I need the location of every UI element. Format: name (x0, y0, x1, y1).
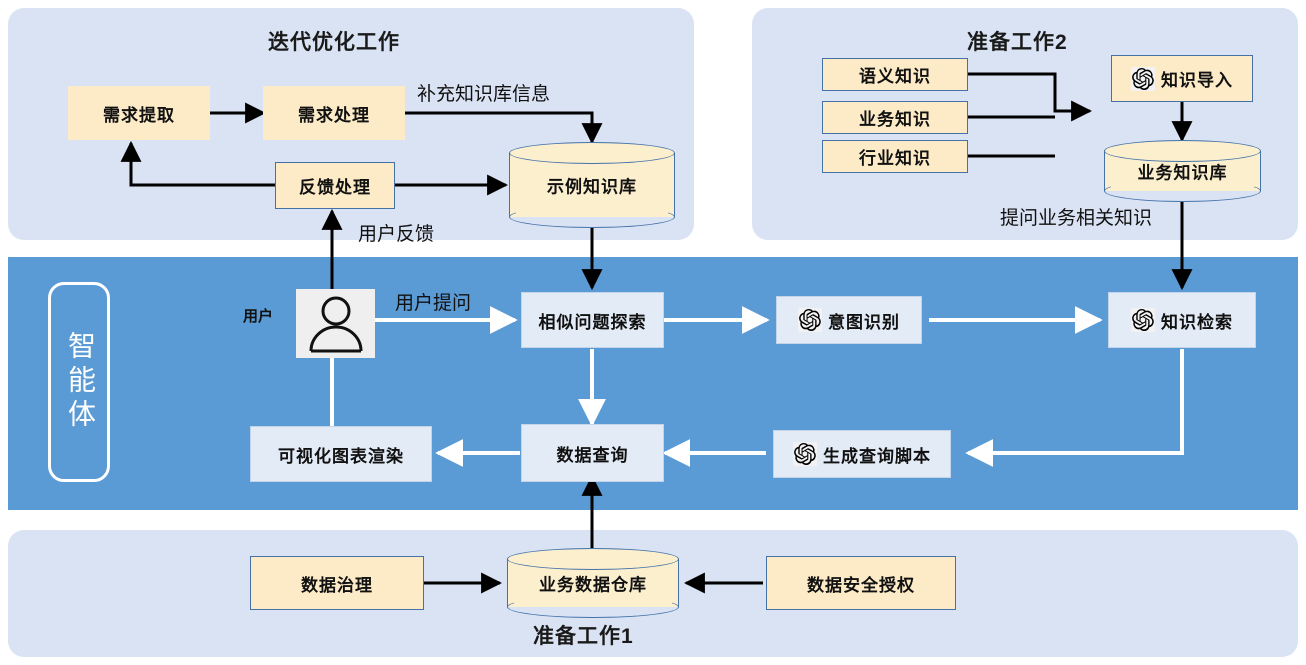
datastore-business-knowledge-base[interactable]: 业务知识库 (1104, 140, 1261, 202)
node-similar-question-exploration[interactable]: 相似问题探索 (521, 292, 664, 348)
cylinder-top (507, 548, 679, 570)
user-label: 用户 (243, 308, 274, 325)
datastore-label: 业务数据仓库 (539, 575, 647, 595)
title-preparation-2: 准备工作2 (967, 31, 1068, 54)
datastore-business-data-warehouse[interactable]: 业务数据仓库 (507, 548, 679, 618)
node-label: 生成查询脚本 (823, 446, 931, 466)
node-feedback-process[interactable]: 反馈处理 (275, 162, 395, 209)
node-label: 语义知识 (859, 67, 931, 86)
agent-capsule: 智能体 (48, 282, 110, 482)
title-preparation-1: 准备工作1 (533, 625, 634, 648)
node-label: 数据治理 (301, 575, 373, 595)
cylinder-top (1104, 140, 1261, 162)
cylinder-bottom (1104, 180, 1261, 202)
edge-label-supplement-kb-info: 补充知识库信息 (417, 84, 551, 105)
node-label: 数据安全授权 (807, 575, 915, 595)
node-req-process[interactable]: 需求处理 (263, 86, 405, 140)
node-generate-query-script[interactable]: 生成查询脚本 (773, 430, 951, 478)
openai-icon (1131, 66, 1155, 91)
node-data-security-authorization[interactable]: 数据安全授权 (766, 556, 956, 610)
node-label: 知识导入 (1161, 71, 1233, 90)
openai-icon (798, 308, 822, 332)
node-business-knowledge[interactable]: 业务知识 (822, 101, 968, 134)
node-visualization-chart-render[interactable]: 可视化图表渲染 (250, 426, 432, 482)
node-label: 意图识别 (828, 312, 900, 332)
edge-label-user-question: 用户提问 (395, 293, 472, 314)
node-data-governance[interactable]: 数据治理 (250, 556, 424, 610)
user-avatar-icon (296, 289, 375, 358)
edge-label-user-feedback: 用户反馈 (358, 224, 435, 245)
node-label: 知识检索 (1161, 312, 1233, 332)
node-label: 数据查询 (556, 445, 629, 465)
agent-label: 智能体 (64, 331, 95, 433)
node-req-extract[interactable]: 需求提取 (68, 86, 210, 140)
cylinder-bottom (507, 596, 679, 618)
datastore-label: 示例知识库 (547, 177, 637, 197)
node-label: 业务知识 (859, 110, 931, 129)
cylinder-bottom (509, 206, 675, 228)
edge-label-ask-business-knowledge: 提问业务相关知识 (1000, 208, 1153, 229)
cylinder-top (509, 142, 675, 164)
title-iterative-optimization: 迭代优化工作 (268, 31, 400, 54)
node-label: 行业知识 (859, 149, 931, 168)
node-semantic-knowledge[interactable]: 语义知识 (822, 58, 968, 91)
node-label: 相似问题探索 (538, 312, 647, 332)
openai-icon (1131, 308, 1155, 332)
person-glyph (309, 296, 362, 352)
datastore-sample-knowledge-base[interactable]: 示例知识库 (509, 142, 675, 228)
node-label: 需求提取 (103, 105, 175, 125)
node-label: 可视化图表渲染 (278, 446, 404, 466)
node-intent-recognition[interactable]: 意图识别 (776, 296, 922, 344)
node-knowledge-import[interactable]: 知识导入 (1111, 55, 1253, 102)
node-industry-knowledge[interactable]: 行业知识 (822, 140, 968, 173)
node-knowledge-retrieval[interactable]: 知识检索 (1108, 292, 1256, 348)
openai-icon (793, 442, 817, 466)
node-label: 反馈处理 (299, 178, 371, 197)
node-label: 需求处理 (298, 105, 370, 125)
node-data-query[interactable]: 数据查询 (521, 424, 664, 482)
datastore-label: 业务知识库 (1137, 163, 1228, 183)
